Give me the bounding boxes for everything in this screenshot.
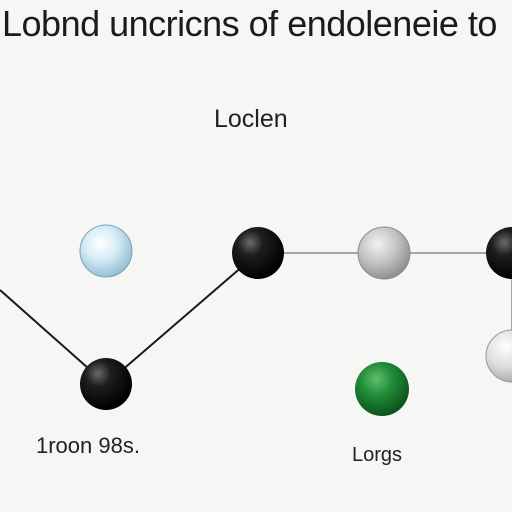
- black-sphere-top: [232, 227, 284, 279]
- diagram-title: Lobnd uncricns of endoleneie to: [2, 3, 497, 44]
- light-gray-sphere: [485, 329, 512, 383]
- light-blue-sphere: [79, 224, 133, 278]
- black-sphere-bottom: [80, 358, 132, 410]
- black-sphere-right: [486, 227, 512, 279]
- label-left: 1roon 98s.: [36, 433, 140, 458]
- label-right: Lorgs: [352, 444, 403, 466]
- gray-sphere: [357, 226, 411, 280]
- diagram-subtitle: Loclen: [214, 105, 288, 133]
- green-sphere: [355, 362, 409, 416]
- bond-line-center: [105, 252, 259, 385]
